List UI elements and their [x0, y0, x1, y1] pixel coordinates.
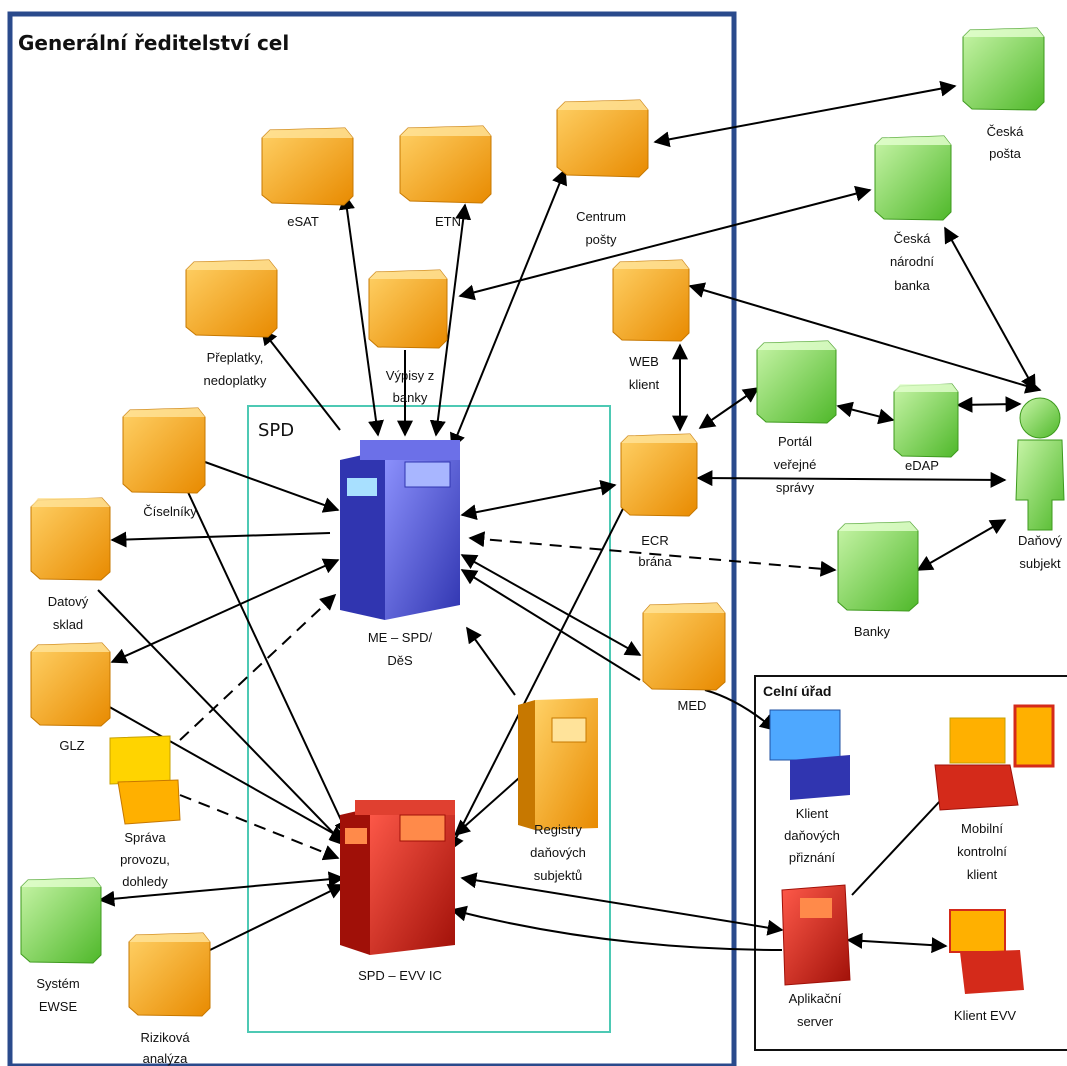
cube-centrum-posty [556, 99, 649, 178]
label-klient-dp-1: Klient [796, 806, 829, 821]
server-me-spd [340, 440, 460, 620]
label-preplatky-1: Přeplatky, [207, 350, 264, 365]
label-mobil-3: klient [967, 867, 998, 882]
label-centrum-2: pošty [585, 232, 617, 247]
label-centrum-1: Centrum [576, 209, 626, 224]
label-apl-2: server [797, 1014, 834, 1029]
label-esat: eSAT [287, 214, 319, 229]
label-danovy-1: Daňový [1018, 533, 1063, 548]
cube-banky [837, 521, 919, 612]
label-danovy-2: subjekt [1019, 556, 1061, 571]
label-mobil-2: kontrolní [957, 844, 1007, 859]
person-icon [1015, 397, 1065, 531]
cube-etn [399, 125, 492, 204]
label-sprava-1: Správa [124, 830, 166, 845]
label-mobil-1: Mobilní [961, 821, 1003, 836]
label-cnb-2: národní [890, 254, 934, 269]
cube-glz [30, 642, 111, 727]
cube-edap [893, 383, 959, 458]
label-sprava-2: provozu, [120, 852, 170, 867]
cube-rizikova-analyza [128, 932, 211, 1017]
label-ecr-2: brána [638, 554, 672, 569]
label-ciselniky: Číselníky [143, 504, 197, 519]
label-evv: SPD – EVV IC [358, 968, 442, 983]
tablet-mobilni [1013, 704, 1055, 768]
label-web-2: klient [629, 377, 660, 392]
label-datovy-2: sklad [53, 617, 83, 632]
label-ceska-posta-2: pošta [989, 146, 1022, 161]
label-registry-3: subjektů [534, 868, 582, 883]
label-portal-1: Portál [778, 434, 812, 449]
label-klient-evv: Klient EVV [954, 1008, 1016, 1023]
label-etn: ETN [435, 214, 461, 229]
label-ewse-1: Systém [36, 976, 79, 991]
label-portal-3: správy [776, 480, 815, 495]
label-me-2: DěS [387, 653, 413, 668]
label-glz: GLZ [59, 738, 84, 753]
monitor-klient-dp [769, 709, 850, 800]
label-me-1: ME – SPD/ [368, 630, 433, 645]
label-registry-2: daňových [530, 845, 586, 860]
label-registry-1: Registry [534, 822, 582, 837]
celni-urad-frame [754, 675, 1067, 1051]
celni-urad-title: Celní úřad [763, 683, 831, 699]
cube-esat [261, 127, 354, 206]
label-klient-dp-3: přiznání [789, 850, 836, 865]
label-klient-dp-2: daňových [784, 828, 840, 843]
label-vypisy-1: Výpisy z [386, 368, 434, 383]
label-vypisy-2: banky [393, 390, 428, 405]
cube-web-klient [612, 259, 690, 342]
cube-portal [756, 340, 837, 424]
label-portal-2: veřejné [774, 457, 817, 472]
label-banky: Banky [854, 624, 891, 639]
label-preplatky-2: nedoplatky [204, 373, 267, 388]
label-datovy-1: Datový [48, 594, 89, 609]
label-ceska-posta-1: Česká [987, 124, 1025, 139]
cube-datovy-sklad [30, 497, 111, 581]
server-registry [518, 698, 598, 830]
label-web-1: WEB [629, 354, 659, 369]
label-cnb-1: Česká [894, 231, 932, 246]
label-cnb-3: banka [894, 278, 930, 293]
laptop-sprava [109, 735, 181, 825]
cube-ciselniky [122, 407, 206, 494]
label-med: MED [678, 698, 707, 713]
server-evv [340, 800, 455, 955]
server-aplikacni [781, 884, 851, 986]
cube-preplatky [185, 259, 278, 338]
cube-cnb [874, 135, 952, 221]
label-ewse-2: EWSE [39, 999, 78, 1014]
label-riziko-2: analýza [143, 1051, 189, 1066]
label-apl-1: Aplikační [789, 991, 842, 1006]
cube-med [642, 602, 726, 691]
spd-title: SPD [258, 420, 294, 441]
dashed-connectors [179, 531, 837, 861]
label-edap: eDAP [905, 458, 939, 473]
cube-vypisy [368, 269, 448, 349]
laptop-mobilni [934, 717, 1019, 811]
label-riziko-1: Riziková [140, 1030, 190, 1045]
cube-ecr-brana [620, 433, 698, 517]
label-ecr-1: ECR [641, 533, 668, 548]
gr-cel-title: Generální ředitelství cel [18, 31, 289, 55]
laptop-klient-evv [949, 909, 1024, 994]
label-sprava-3: dohledy [122, 874, 168, 889]
cube-ceska-posta [962, 27, 1045, 111]
cube-ewse [20, 877, 102, 964]
